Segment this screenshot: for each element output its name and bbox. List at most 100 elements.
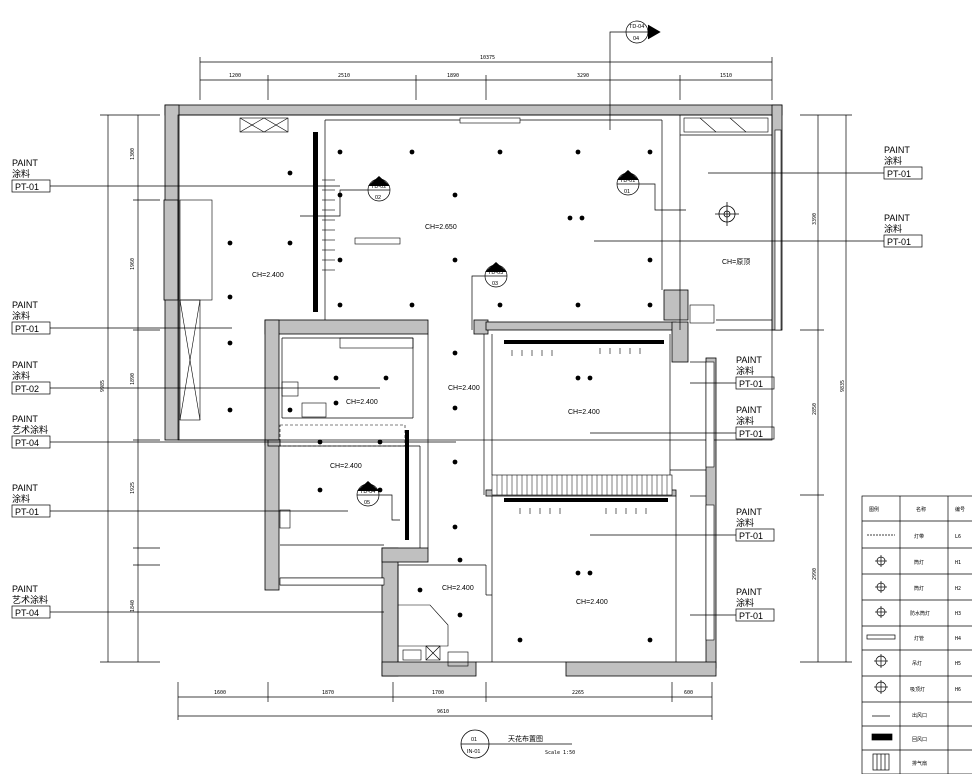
dim-right-3: 2990 — [812, 568, 818, 580]
ch-living: CH=2.650 — [425, 224, 457, 231]
dim-right-1: 3390 — [812, 213, 818, 225]
callout-left-4-line2: 艺术涂料 — [12, 424, 48, 435]
vent-ticks — [322, 179, 647, 514]
callout-right-1-code: PT-01 — [887, 169, 911, 179]
callout-left-5-line2: 涂料 — [12, 493, 30, 504]
dim-total-bottom: 9610 — [437, 709, 449, 715]
legend-row-7-code: H6 — [955, 687, 961, 693]
callout-right-4-line2: 涂料 — [736, 415, 754, 426]
callout-left-1-code: PT-01 — [15, 182, 39, 192]
dim-left-2: 1960 — [130, 258, 136, 270]
callout-right-5-line1: PAINT — [736, 507, 762, 517]
legend-row-5-name: 灯管 — [914, 635, 924, 642]
drawing-title-block — [460, 729, 572, 759]
drawing-title: 天花布置图 — [508, 734, 543, 743]
callout-left-2-code: PT-01 — [15, 324, 39, 334]
top-dimensions — [199, 57, 773, 100]
legend-row-2-code: H1 — [955, 560, 961, 566]
downlights — [227, 149, 653, 643]
callout-right-6-code: PT-01 — [739, 611, 763, 621]
legend-row-4-code: H3 — [955, 611, 961, 617]
callout-left-3-line2: 涂料 — [12, 370, 30, 381]
legend-row-9-name: 回风口 — [912, 737, 927, 743]
tag-5-bottom: 05 — [364, 500, 370, 506]
callout-left-2-line2: 涂料 — [12, 310, 30, 321]
dim-bottom-4: 2265 — [572, 690, 584, 696]
windows — [279, 117, 782, 641]
detail-tags — [300, 20, 686, 521]
callout-right-5-code: PT-01 — [739, 531, 763, 541]
dim-top-3: 1890 — [447, 73, 459, 79]
callout-left-5-code: PT-01 — [15, 507, 39, 517]
legend-row-1-code: L6 — [955, 534, 961, 540]
dim-top-1: 1200 — [229, 73, 241, 79]
legend-row-1-name: 灯带 — [914, 533, 924, 540]
light-strips — [313, 132, 668, 540]
callout-right-3-line2: 涂料 — [736, 365, 754, 376]
callout-left-1-line2: 涂料 — [12, 168, 30, 179]
ch-bedroom-2: CH=2.400 — [576, 599, 608, 606]
callout-left-3-code: PT-02 — [15, 384, 39, 394]
ch-corridor: CH=2.400 — [448, 385, 480, 392]
legend-table — [861, 495, 972, 774]
dim-total-top: 10375 — [480, 55, 495, 61]
legend-row-5-code: H4 — [955, 636, 961, 642]
tag-3-bottom: 01 — [624, 189, 630, 195]
tag-3-top: TD-01 — [620, 178, 635, 184]
legend-row-2-name: 筒灯 — [914, 559, 924, 566]
callouts-right — [590, 166, 923, 622]
callout-left-1-line1: PAINT — [12, 158, 38, 168]
dim-left-3: 1890 — [130, 373, 136, 385]
callout-left-3-line1: PAINT — [12, 360, 38, 370]
callout-right-4-code: PT-01 — [739, 429, 763, 439]
callout-right-5-line2: 涂料 — [736, 517, 754, 528]
tag-1-top: TD-04 — [629, 24, 644, 30]
tag-4-bottom: 03 — [492, 281, 498, 287]
legend-row-10-name: 排气扇 — [912, 760, 927, 767]
tag-2-bottom: 02 — [375, 195, 381, 201]
dim-top-2: 2510 — [338, 73, 350, 79]
dim-bottom-5: 600 — [684, 690, 693, 696]
title-tag-top: 01 — [471, 737, 477, 743]
right-dimensions — [800, 114, 852, 663]
callout-right-2-code: PT-01 — [887, 237, 911, 247]
legend-header-code: 编号 — [955, 506, 965, 513]
ceiling-vents — [179, 117, 769, 667]
dim-left-1: 1300 — [130, 148, 136, 160]
window-hatch — [496, 475, 668, 495]
ch-hall: CH=2.400 — [330, 463, 362, 470]
callout-left-5-line1: PAINT — [12, 483, 38, 493]
dim-left-5: 1840 — [130, 600, 136, 612]
tag-1-bottom: 04 — [633, 36, 639, 42]
title-tag-bottom: IN-01 — [467, 749, 480, 755]
legend-header-symbol: 图例 — [869, 506, 879, 513]
callout-left-6-line1: PAINT — [12, 584, 38, 594]
drawing-scale: Scale 1:50 — [545, 750, 575, 756]
callout-right-6-line1: PAINT — [736, 587, 762, 597]
dim-total-left: 9985 — [100, 380, 106, 392]
callouts-right-text: PAINT 涂料 PT-01 PAINT 涂料 PT-01 PAINT 涂料 P… — [736, 145, 911, 621]
callout-right-3-line1: PAINT — [736, 355, 762, 365]
callout-left-2-line1: PAINT — [12, 300, 38, 310]
ch-dining: CH=2.400 — [252, 272, 284, 279]
callout-left-6-code: PT-04 — [15, 608, 39, 618]
ch-kitchen: CH=2.400 — [346, 399, 378, 406]
callout-left-4-code: PT-04 — [15, 438, 39, 448]
ch-balcony: CH=原顶 — [722, 258, 750, 266]
legend-row-8-name: 出风口 — [912, 712, 927, 719]
dim-left-4: 1925 — [130, 482, 136, 494]
legend-row-4-name: 防水筒灯 — [910, 610, 930, 617]
callout-right-2-line1: PAINT — [884, 213, 910, 223]
left-dimensions — [100, 114, 160, 663]
detail-tag-texts: TD-04 04 TD-02 02 TD-01 01 TD-03 03 TD-0… — [360, 24, 644, 506]
dim-right-2: 2850 — [812, 403, 818, 415]
pendant-lamp — [715, 202, 739, 226]
ch-bedroom-1: CH=2.400 — [568, 409, 600, 416]
legend-row-7-name: 吸顶灯 — [910, 686, 925, 693]
ch-bath: CH=2.400 — [442, 585, 474, 592]
legend-row-3-name: 筒灯 — [914, 585, 924, 592]
callout-right-1-line2: 涂料 — [884, 155, 902, 166]
tag-5-top: TD-04 — [360, 489, 375, 495]
callout-right-1-line1: PAINT — [884, 145, 910, 155]
